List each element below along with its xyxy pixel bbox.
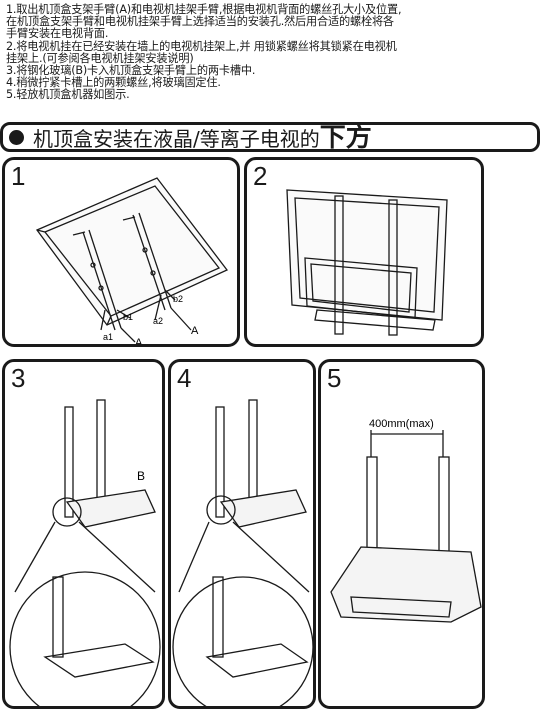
glass-insert-illustration: B [9,399,161,706]
step-panel-3: 3 B [2,359,165,709]
section-title: 机顶盒安装在液晶/等离子电视的下方 [33,123,372,153]
instruction-line: 1.取出机顶盒支架手臂(A)和电视机挂架手臂,根据电视机背面的螺丝孔大小及位置, [6,3,402,16]
instructions-text: 1.取出机顶盒支架手臂(A)和电视机挂架手臂,根据电视机背面的螺丝孔大小及位置,… [6,3,546,102]
section-title-main: 机顶盒安装在液晶/等离子电视的 [33,127,320,151]
settop-box-illustration: 400mm(max) [330,418,482,623]
instruction-line: 5.轻放机顶盒机器如图示. [6,88,130,102]
instruction-line: 在机顶盒支架手臂和电视机挂架手臂上选择适当的安装孔.然后用合适的螺栓将各 [6,15,394,29]
tv-arms-illustration: b1 b2 a1 a2 A A [35,177,229,347]
step-number: 5 [327,363,342,393]
label-b2: b2 [173,294,183,304]
section-title-emphasis: 下方 [319,123,372,153]
instruction-line: 3.将钢化玻璃(B)卡入机顶盒支架手臂上的两卡槽中. [6,64,256,78]
screw-tighten-illustration [172,399,313,706]
step-panel-4: 4 [168,359,316,709]
label-A-right: A [191,325,199,337]
step-number: 2 [253,161,268,191]
label-glass-b: B [137,469,145,483]
step-number: 1 [11,161,26,191]
instruction-line: 挂架上.(可参阅各电视机挂架安装说明) [6,51,194,65]
step-number: 4 [177,363,192,393]
section-heading: 机顶盒安装在液晶/等离子电视的下方 [0,122,540,152]
instruction-line: 4.稍微拧紧卡槽上的两颗螺丝,将玻璃固定住. [6,76,221,90]
step-panel-2: 2 [244,157,484,347]
step-number: 3 [11,363,26,393]
step-panel-1: 1 b1 b2 a1 [2,157,240,347]
dimension-label: 400mm(max) [369,418,434,430]
tv-mounted-illustration [286,189,448,336]
label-a1: a1 [103,332,113,342]
label-A-left: A [135,337,143,347]
bullet-icon [9,130,24,145]
step-panel-5: 5 400mm(max) [318,359,485,709]
label-b1: b1 [123,312,133,322]
label-a2: a2 [153,316,163,326]
instruction-line: 手臂安装在电视背面. [6,27,109,41]
instruction-line: 2.将电视机挂在已经安装在墙上的电视机挂架上,并 用锁紧螺丝将其锁紧在电视机 [6,39,397,53]
